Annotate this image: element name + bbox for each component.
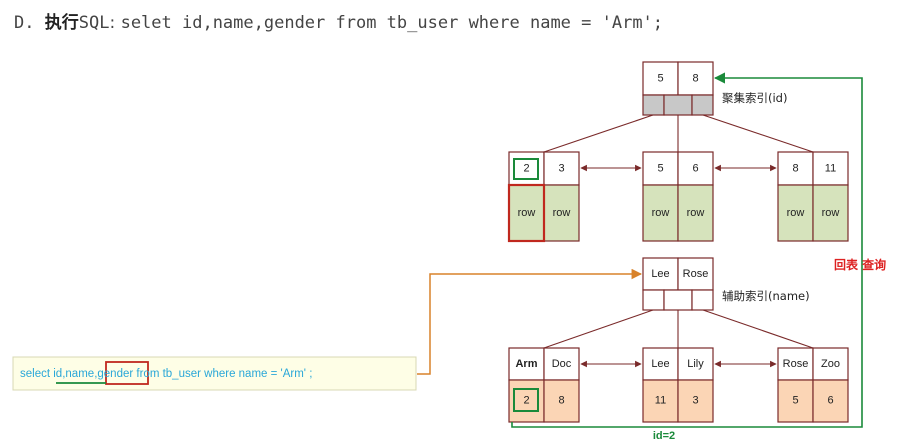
- clustered-root-key-2: 8: [692, 73, 698, 85]
- clustered-leaf-3-key-2: 11: [825, 163, 836, 175]
- secondary-leaf-1-key-1: Arm: [515, 358, 537, 370]
- secondary-leaf-3-id-1: 5: [792, 395, 798, 407]
- clustered-leaf-2-row-2: row: [687, 207, 705, 219]
- clustered-leaf-1-key-2: 3: [558, 163, 564, 175]
- clustered-leaf-2: 5 6 row row: [642, 151, 714, 242]
- secondary-leaf-1-id-2: 8: [558, 395, 564, 407]
- secondary-leaf-2-id-1: 11: [655, 395, 666, 407]
- heading-statement: selet id,name,gender from tb_user where …: [120, 13, 664, 33]
- secondary-link-right: [702, 309, 814, 349]
- clustered-index-label: 聚集索引(id): [722, 91, 787, 105]
- secondary-id2-highlight: [513, 388, 539, 412]
- secondary-leaf-1-id-1: 2: [523, 395, 529, 407]
- secondary-leaf-3-key-1: Rose: [783, 358, 809, 370]
- clustered-link-right: [702, 114, 814, 153]
- secondary-leaf-3-id-2: 6: [827, 395, 833, 407]
- clustered-leaf-2-row-1: row: [652, 207, 670, 219]
- heading-execute: 执行: [44, 13, 79, 33]
- secondary-leaf-1: Arm Doc 2 8: [508, 347, 580, 423]
- lookup-back-label: 回表 查询: [834, 257, 886, 272]
- secondary-leaf-3-key-2: Zoo: [821, 358, 840, 370]
- secondary-leaf-1-key-2: Doc: [552, 358, 572, 370]
- secondary-root-key-2: Rose: [683, 268, 709, 280]
- clustered-leaf-1: 2 3 row row: [507, 151, 580, 243]
- clustered-leaf-3-row-2: row: [822, 207, 840, 219]
- clustered-leaf-3-row-1: row: [787, 207, 805, 219]
- secondary-leaf-2-key-2: Lily: [687, 358, 704, 370]
- heading-prefix: D.: [14, 13, 45, 33]
- clustered-leaf-2-key-1: 5: [657, 163, 663, 175]
- gender-highlight-box: [105, 361, 149, 385]
- sql-text: select id,name,gender from tb_user where…: [20, 368, 312, 380]
- clustered-id2-highlight: [513, 158, 539, 180]
- secondary-leaf-2: Lee Lily 11 3: [642, 347, 714, 423]
- secondary-leaf-3: Rose Zoo 5 6: [777, 347, 849, 423]
- lookup-back-arrow: [511, 72, 863, 428]
- sql-box: select id,name,gender from tb_user where…: [12, 356, 417, 391]
- page-heading: D. 执行SQL: selet id,name,gender from tb_u…: [14, 8, 663, 38]
- heading-sep: :: [109, 13, 121, 33]
- clustered-leaf-2-key-2: 6: [692, 163, 698, 175]
- secondary-root-key-1: Lee: [651, 268, 669, 280]
- clustered-leaf-3-key-1: 8: [792, 163, 798, 175]
- clustered-leaf-1-key-1: 2: [523, 163, 529, 175]
- clustered-link-left: [543, 114, 654, 153]
- clustered-leaf-1-row-1: row: [518, 207, 536, 219]
- id-equals-label: id=2: [653, 430, 675, 442]
- heading-sql-word: SQL: [78, 13, 110, 33]
- clustered-leaf-1-row-2: row: [553, 207, 571, 219]
- secondary-leaf-2-id-2: 3: [692, 395, 698, 407]
- secondary-leaf-2-key-1: Lee: [651, 358, 669, 370]
- query-entry-arrow: [417, 268, 643, 375]
- clustered-root-key-1: 5: [657, 73, 663, 85]
- clustered-leaf-3: 8 11 row row: [777, 151, 849, 242]
- secondary-index-label: 辅助索引(name): [722, 289, 810, 303]
- secondary-link-left: [543, 309, 654, 349]
- clustered-row-highlight: [507, 183, 546, 243]
- clustered-root-node: 5 8: [642, 61, 714, 116]
- secondary-root-node: Lee Rose: [642, 257, 714, 311]
